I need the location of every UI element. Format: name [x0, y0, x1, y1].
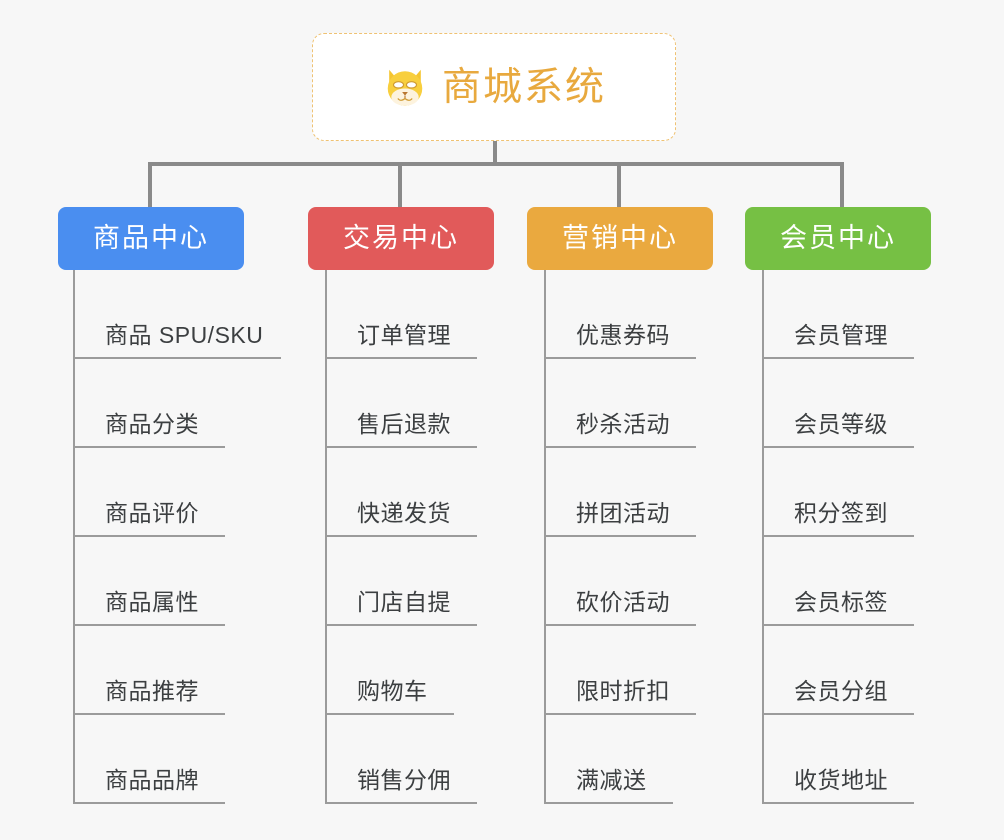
leaf-spine — [762, 270, 764, 804]
leaf-column-product-center: 商品 SPU/SKU 商品分类商品评价商品属性商品推荐商品品牌 — [73, 270, 281, 804]
leaf-item-underline — [544, 802, 673, 804]
leaf-item-label: 积分签到 — [794, 500, 888, 526]
leaf-item-label: 售后退款 — [357, 411, 451, 437]
leaf-item-underline — [73, 713, 225, 715]
leaf-item-label: 购物车 — [357, 678, 428, 704]
leaf-item-label: 订单管理 — [357, 322, 451, 348]
leaf-item[interactable]: 秒杀活动 — [544, 359, 696, 448]
leaf-item-label: 商品 SPU/SKU — [105, 322, 264, 348]
leaf-item-underline — [73, 446, 225, 448]
category-box-marketing-center[interactable]: 营销中心 — [527, 207, 713, 270]
leaf-item-underline — [762, 357, 914, 359]
connector-bus — [148, 162, 842, 166]
leaf-item[interactable]: 满减送 — [544, 715, 673, 804]
leaf-spine — [544, 270, 546, 804]
leaf-item[interactable]: 购物车 — [325, 626, 454, 715]
leaf-column-member-center: 会员管理会员等级积分签到会员标签会员分组收货地址 — [762, 270, 914, 804]
leaf-item-label: 优惠券码 — [576, 322, 670, 348]
leaf-item-label: 门店自提 — [357, 589, 451, 615]
leaf-item-underline — [325, 713, 454, 715]
leaf-item-label: 会员标签 — [794, 589, 888, 615]
connector-drop-member-center — [840, 162, 844, 208]
leaf-item[interactable]: 售后退款 — [325, 359, 477, 448]
leaf-item[interactable]: 优惠券码 — [544, 270, 696, 359]
leaf-item-underline — [544, 446, 696, 448]
category-label: 商品中心 — [93, 223, 209, 253]
leaf-item[interactable]: 会员分组 — [762, 626, 914, 715]
connector-drop-trade-center — [398, 162, 402, 208]
category-label: 会员中心 — [780, 223, 896, 253]
leaf-item-label: 满减送 — [576, 767, 647, 793]
leaf-item-underline — [544, 624, 696, 626]
category-box-product-center[interactable]: 商品中心 — [58, 207, 244, 270]
leaf-item-underline — [762, 446, 914, 448]
category-label: 营销中心 — [562, 223, 678, 253]
leaf-item-label: 商品分类 — [105, 411, 199, 437]
leaf-item[interactable]: 快递发货 — [325, 448, 477, 537]
leaf-item-underline — [762, 535, 914, 537]
leaf-item[interactable]: 收货地址 — [762, 715, 914, 804]
leaf-item[interactable]: 积分签到 — [762, 448, 914, 537]
category-label: 交易中心 — [343, 223, 459, 253]
leaf-item[interactable]: 商品推荐 — [73, 626, 263, 715]
leaf-item-label: 商品推荐 — [105, 678, 199, 704]
leaf-item-underline — [762, 713, 914, 715]
root-node[interactable]: 商城系统 — [312, 33, 676, 141]
leaf-item[interactable]: 销售分佣 — [325, 715, 477, 804]
leaf-item-underline — [73, 624, 225, 626]
leaf-item-underline — [762, 624, 914, 626]
connector-drop-marketing-center — [617, 162, 621, 208]
leaf-item-label: 限时折扣 — [576, 678, 670, 704]
leaf-spine — [73, 270, 75, 804]
leaf-item-label: 商品属性 — [105, 589, 199, 615]
leaf-item-label: 会员管理 — [794, 322, 888, 348]
leaf-item[interactable]: 门店自提 — [325, 537, 477, 626]
leaf-spine — [325, 270, 327, 804]
leaf-item-underline — [544, 713, 696, 715]
leaf-item[interactable]: 砍价活动 — [544, 537, 696, 626]
leaf-item-underline — [325, 624, 477, 626]
leaf-item-label: 会员分组 — [794, 678, 888, 704]
leaf-item[interactable]: 商品评价 — [73, 448, 263, 537]
leaf-item-underline — [762, 802, 914, 804]
leaf-item-label: 拼团活动 — [576, 500, 670, 526]
leaf-column-trade-center: 订单管理售后退款快递发货门店自提购物车销售分佣 — [325, 270, 477, 804]
leaf-item-underline — [544, 535, 696, 537]
leaf-item[interactable]: 商品 SPU/SKU — [73, 270, 281, 359]
leaf-item[interactable]: 会员等级 — [762, 359, 914, 448]
leaf-item[interactable]: 会员标签 — [762, 537, 914, 626]
leaf-item-underline — [73, 357, 281, 359]
leaf-item[interactable]: 订单管理 — [325, 270, 477, 359]
leaf-column-marketing-center: 优惠券码秒杀活动拼团活动砍价活动限时折扣满减送 — [544, 270, 696, 804]
leaf-item[interactable]: 会员管理 — [762, 270, 914, 359]
leaf-item-underline — [73, 802, 225, 804]
leaf-item-underline — [325, 535, 477, 537]
leaf-item[interactable]: 商品品牌 — [73, 715, 263, 804]
leaf-item-underline — [544, 357, 696, 359]
dog-face-icon — [382, 64, 428, 110]
category-box-trade-center[interactable]: 交易中心 — [308, 207, 494, 270]
leaf-item-label: 会员等级 — [794, 411, 888, 437]
leaf-item-label: 商品品牌 — [105, 767, 199, 793]
leaf-item-label: 收货地址 — [794, 767, 888, 793]
root-title: 商城系统 — [441, 65, 606, 109]
connector-drop-product-center — [148, 162, 152, 208]
leaf-item-underline — [73, 535, 225, 537]
leaf-item[interactable]: 限时折扣 — [544, 626, 696, 715]
leaf-item[interactable]: 商品分类 — [73, 359, 263, 448]
leaf-item-underline — [325, 357, 477, 359]
connector-root-stem — [493, 141, 497, 165]
leaf-item-label: 销售分佣 — [357, 767, 451, 793]
leaf-item-label: 砍价活动 — [576, 589, 670, 615]
category-box-member-center[interactable]: 会员中心 — [745, 207, 931, 270]
leaf-item[interactable]: 商品属性 — [73, 537, 263, 626]
leaf-item-underline — [325, 446, 477, 448]
leaf-item-underline — [325, 802, 477, 804]
leaf-item[interactable]: 拼团活动 — [544, 448, 696, 537]
leaf-item-label: 快递发货 — [357, 500, 451, 526]
leaf-item-label: 秒杀活动 — [576, 411, 670, 437]
leaf-item-label: 商品评价 — [105, 500, 199, 526]
